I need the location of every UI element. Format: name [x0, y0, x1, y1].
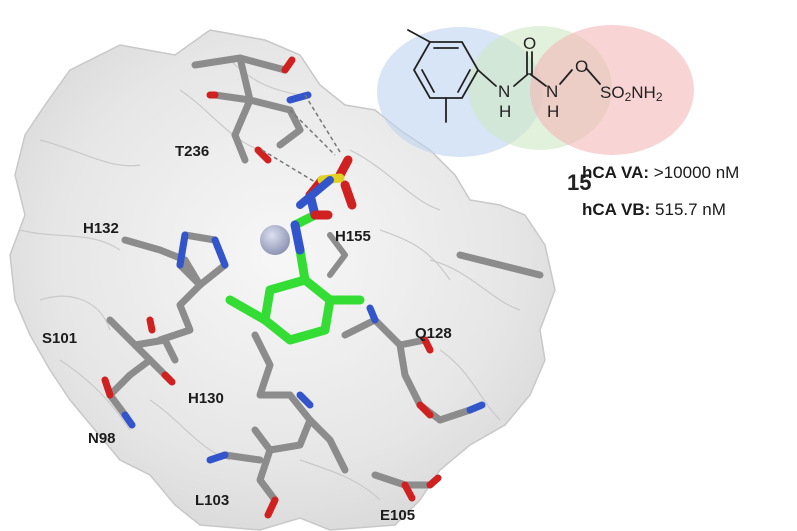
- residue-label-l103: L103: [195, 492, 230, 509]
- residue-label-q128: Q128: [415, 325, 452, 342]
- compound-number: 15: [567, 170, 592, 195]
- residue-label-h155: H155: [335, 228, 371, 245]
- residue-label-e105: E105: [380, 507, 416, 524]
- pharmacophore-circles: [377, 25, 694, 157]
- activity-label: hCA VB:: [582, 200, 651, 219]
- nh2-hydrogen-label: H: [547, 102, 560, 121]
- activity-hca-va: hCA VA: >10000 nM: [582, 163, 739, 183]
- activity-hca-vb: hCA VB: 515.7 nM: [582, 200, 726, 220]
- activity-value: >10000 nM: [653, 163, 740, 182]
- residue-label-h130: H130: [188, 390, 224, 407]
- carbonyl-oxygen-label: O: [523, 34, 537, 53]
- zinc-ion: [260, 225, 290, 255]
- hydrogen-bonds: [261, 94, 341, 186]
- residue-label-s101: S101: [42, 330, 78, 347]
- nh1-hydrogen-label: H: [499, 102, 512, 121]
- activity-value: 515.7 nM: [655, 200, 726, 219]
- ether-oxygen-label: O: [575, 57, 589, 76]
- nh2-nitrogen-label: N: [546, 82, 559, 101]
- residue-label-n98: N98: [88, 430, 116, 447]
- ligand-15: [225, 155, 365, 345]
- activity-label: hCA VA:: [582, 163, 650, 182]
- residue-label-t236: T236: [175, 143, 210, 160]
- sulfonamide-group-label: SO2NH2: [600, 83, 663, 104]
- residue-label-h132: H132: [83, 220, 119, 237]
- residue-sticks: [101, 54, 544, 519]
- nh1-nitrogen-label: N: [498, 82, 511, 101]
- chemical-structure-bonds: [407, 29, 601, 123]
